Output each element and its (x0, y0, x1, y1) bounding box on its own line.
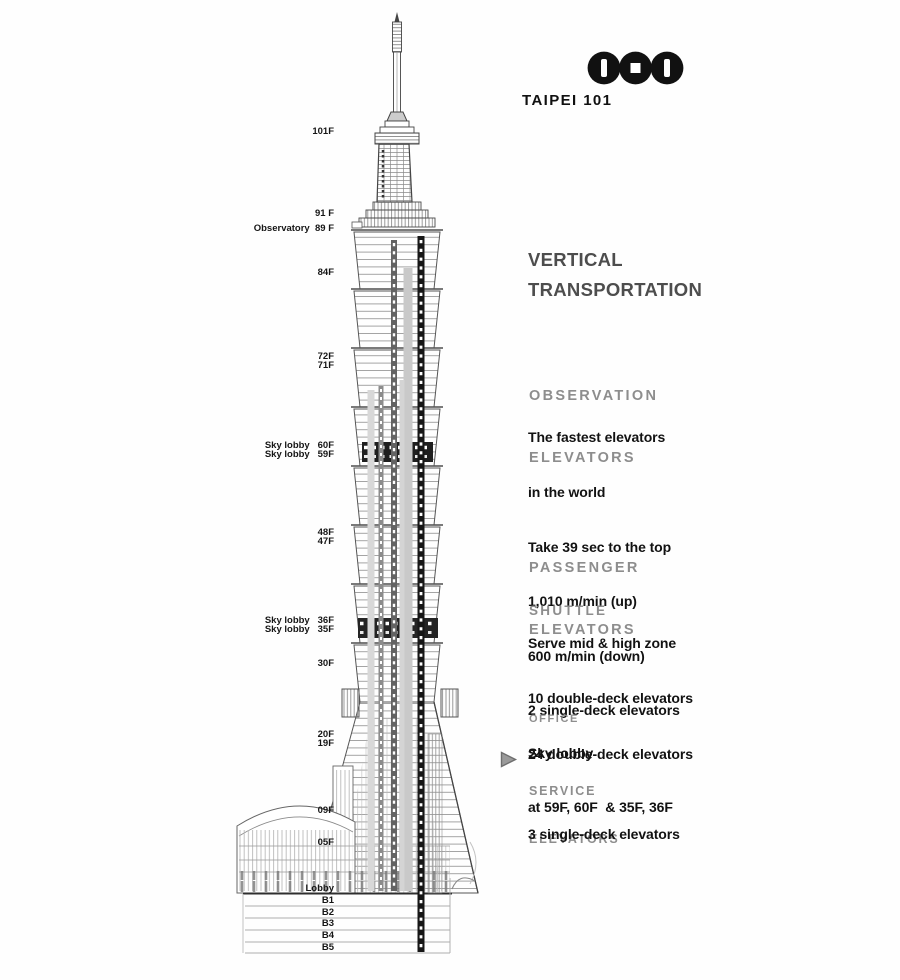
body-line: 10 double-deck elevators (528, 690, 693, 707)
floor-label-b4: B4 (321, 930, 334, 941)
heading-line: OBSERVATION (529, 388, 659, 404)
floor-label-91f: 91 F (314, 208, 334, 219)
passenger-elevators-heading: PASSENGER ELEVATORS (529, 517, 640, 681)
heading-line: PASSENGER (529, 560, 640, 576)
body-line: Sky lobby (528, 744, 594, 761)
office-heading: OFFICE (529, 689, 579, 749)
taipei-101-logo (587, 51, 684, 90)
body-line: 2 single-deck elevators (528, 702, 680, 719)
outrigger-floors (341, 688, 459, 718)
floor-label-48f: 48F (317, 527, 334, 538)
heading-line: ELEVATORS (529, 621, 636, 638)
body-line: 1,010 m/min (up) (528, 593, 637, 610)
spire (392, 12, 402, 113)
floor-label-sky-lobby-36f: Sky lobby 36F (264, 615, 334, 626)
floor-label-19f: 19F (317, 738, 334, 749)
heading-line: ELEVATORS (529, 449, 636, 466)
service-elevators-body: 3 single-deck elevators (528, 789, 680, 880)
floor-label-71f: 71F (317, 360, 334, 371)
shuttle-body: Serve mid & high zone 10 double-deck ele… (528, 598, 693, 853)
floor-label-47f: 47F (317, 536, 334, 547)
floor-label-sky-lobby-35f: Sky lobby 35F (264, 624, 334, 635)
floor-label-72f: 72F (317, 351, 334, 362)
floor-label-lobby: Lobby (305, 883, 335, 894)
pinnacle-observatory-structure (351, 111, 436, 229)
office-body: 24 double-deck elevators (528, 709, 693, 800)
body-line: in the world (528, 484, 606, 501)
ground-pointer-curve (451, 877, 476, 890)
floor-label-sky-lobby-60f: Sky lobby 60F (264, 440, 334, 451)
floor-label-b5: B5 (321, 942, 334, 953)
three-coin-circles-icon (587, 51, 684, 85)
heading-line: ELEVATORS (529, 832, 620, 846)
service-elevators-heading: SERVICE ELEVATORS (529, 751, 620, 879)
body-line: 24 double-deck elevators (528, 746, 693, 763)
body-line: The fastest elevators (528, 429, 666, 446)
basement-levels (242, 878, 452, 954)
body-line: Serve mid & high zone (528, 635, 677, 652)
page-title-line1: VERTICAL (528, 249, 623, 270)
floor-label-observatory-89f: Observatory 89 F (253, 223, 334, 234)
body-line: Take 39 sec to the top (528, 538, 672, 555)
floor-label-30f: 30F (317, 658, 334, 669)
passenger-elevator-shafts (367, 240, 413, 891)
shuttle-heading: SHUTTLE (529, 573, 607, 648)
core-elevator-banks (427, 733, 443, 894)
heading-line: SERVICE (529, 784, 597, 798)
floor-label-05f: 05F (317, 837, 334, 848)
body-line: at 59F, 60F & 35F, 36F (528, 799, 673, 816)
taipei-101-wordmark: TAIPEI 101 (522, 92, 613, 109)
floor-label-09f: 09F (317, 805, 334, 816)
service-arrow-icon (500, 751, 518, 768)
floor-label-sky-lobby-59f: Sky lobby 59F (264, 449, 334, 460)
heading-line: OFFICE (529, 713, 579, 725)
observation-elevators-heading: OBSERVATION ELEVATORS (529, 345, 658, 509)
observation-elevators-body: The fastest elevators in the world Take … (528, 392, 680, 756)
heading-line: SHUTTLE (529, 603, 608, 618)
page-title-line2: TRANSPORTATION (528, 278, 703, 300)
body-line: 600 m/min (down) (528, 647, 645, 664)
floor-label-b2: B2 (321, 907, 334, 918)
floor-label-b3: B3 (321, 918, 334, 929)
floor-label-b1: B1 (321, 895, 334, 906)
page-title: VERTICAL TRANSPORTATION (528, 245, 702, 304)
floor-label-84f: 84F (317, 267, 334, 278)
floor-label-20f: 20F (317, 729, 334, 740)
body-line: 3 single-deck elevators (528, 826, 680, 843)
floor-label-101f: 101F (312, 126, 334, 137)
